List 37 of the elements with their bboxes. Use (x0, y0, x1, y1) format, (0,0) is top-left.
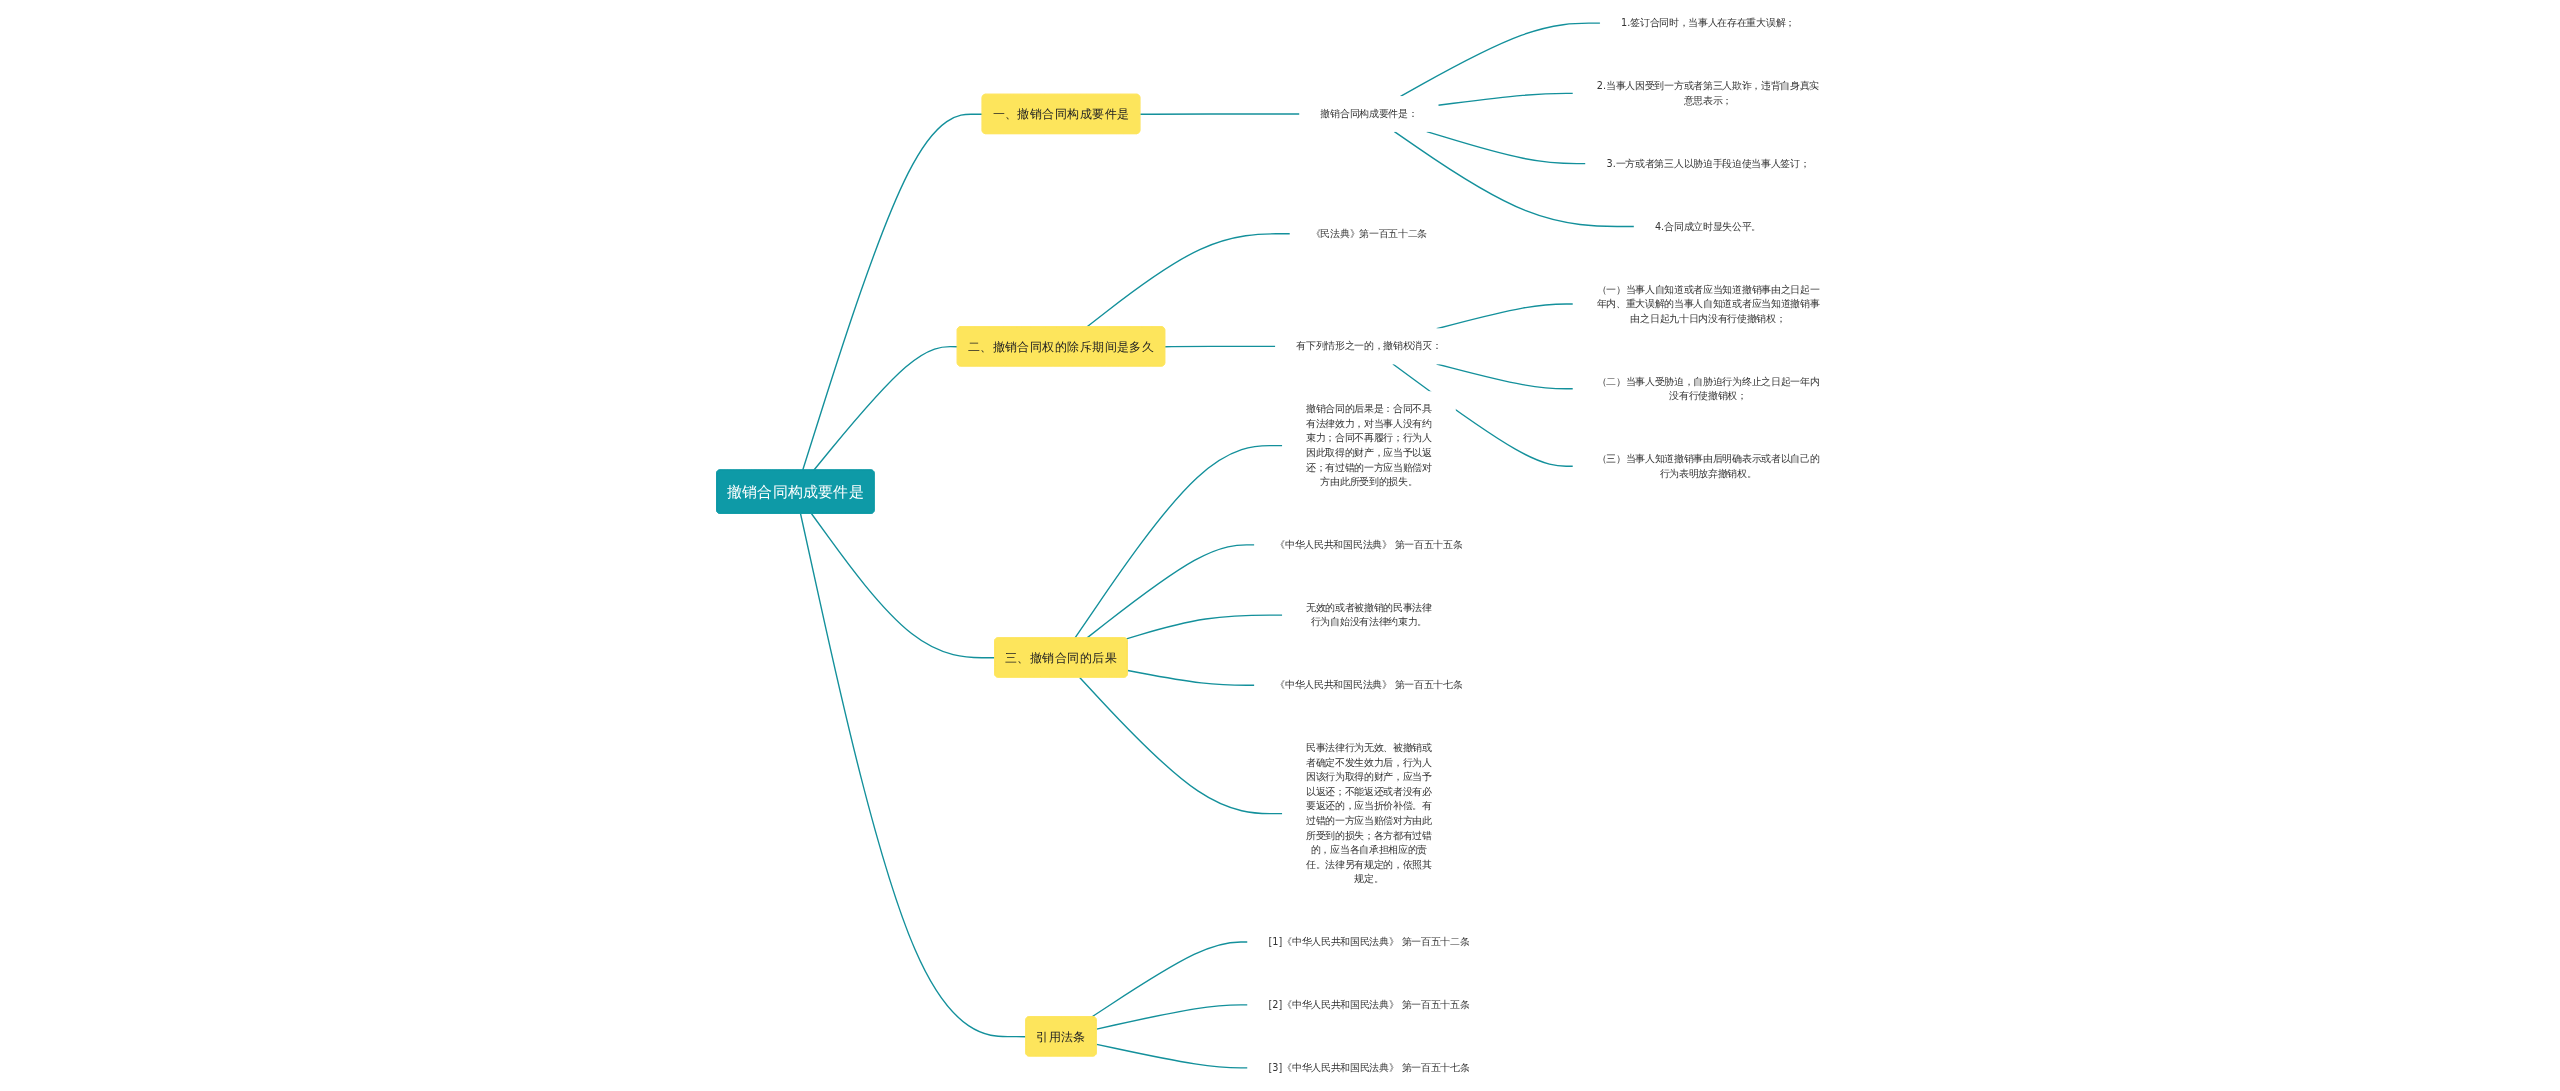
connector (1426, 130, 1587, 165)
node-text: （三）当事人知道撤销事由后明确表示或者以自己的行为表明放弃撤销权。 (1596, 453, 1820, 479)
connector (1139, 113, 1301, 115)
connector (1086, 544, 1256, 639)
node-text: 4.合同成立时显失公平。 (1655, 220, 1762, 232)
connector (1394, 130, 1636, 228)
connector (1126, 614, 1284, 640)
connector (1086, 233, 1292, 328)
node-text: 3.一方或者第三人以胁迫手段迫使当事人签订； (1606, 157, 1810, 169)
node-text: [3]《中华人民共和国民法典》 第一百五十七条 (1268, 1061, 1470, 1074)
connector (1074, 444, 1284, 639)
node-text: 2.当事人因受到一方或者第三人欺诈，违背自身真实意思表示； (1597, 80, 1820, 106)
node-text: 撤销合同构成要件是： (1320, 108, 1418, 120)
connector (1096, 1004, 1249, 1030)
connector (813, 345, 959, 471)
node-text: 无效的或者被撤销的民事法律行为自始没有法律约束力。 (1306, 601, 1433, 628)
connector (1091, 941, 1249, 1018)
node-text: 《民法典》第一百五十二条 (1311, 227, 1428, 239)
node-text: （二）当事人受胁迫，自胁迫行为终止之日起一年内没有行使撤销权； (1596, 375, 1820, 402)
node-text: [1]《中华人民共和国民法典》 第一百五十二条 (1268, 936, 1470, 948)
connector (1400, 22, 1602, 97)
connector (1079, 676, 1284, 815)
connector (811, 513, 996, 659)
node-text: 《中华人民共和国民法典》 第一百五十五条 (1275, 539, 1463, 551)
node-text: 民事法律行为无效、被撤销或者确定不发生效力后，行为人因该行为取得的财产，应当予以返还；不能返还或者没有必要返还的，应当折价补偿。有过错的一方应当赔偿对方由此所受到的损失；各方都有过错的，应当各自承担相应的责任。法律另有规定的，依照其规定。 (1306, 742, 1433, 885)
node-text: [2]《中华人民共和国民法典》 第一百五十五条 (1268, 999, 1470, 1011)
node-text: 撤销合同的后果是：合同不具有法律效力，对当事人没有约束力；合同不再履行；行为人因此取得的财产，应当予以返还；有过错的一方应当赔偿对方由此所受到的损失。 (1306, 403, 1433, 488)
connector (1096, 1043, 1249, 1069)
connector (800, 513, 1028, 1038)
connector (1164, 345, 1277, 348)
node-text: 《中华人民共和国民法典》 第一百五十七条 (1275, 679, 1463, 691)
connector (1127, 669, 1256, 686)
connector (802, 113, 984, 471)
connector (1437, 92, 1575, 106)
node-text: （一）当事人自知道或者应当知道撤销事由之日起一年内、重大误解的当事人自知道或者应当知道撤销事由之日起九十日内没有行使撤销权； (1596, 283, 1820, 324)
node-text: 1.签订合同时，当事人在存在重大误解； (1621, 17, 1796, 29)
node-text: 有下列情形之一的，撤销权消灭： (1296, 340, 1442, 352)
